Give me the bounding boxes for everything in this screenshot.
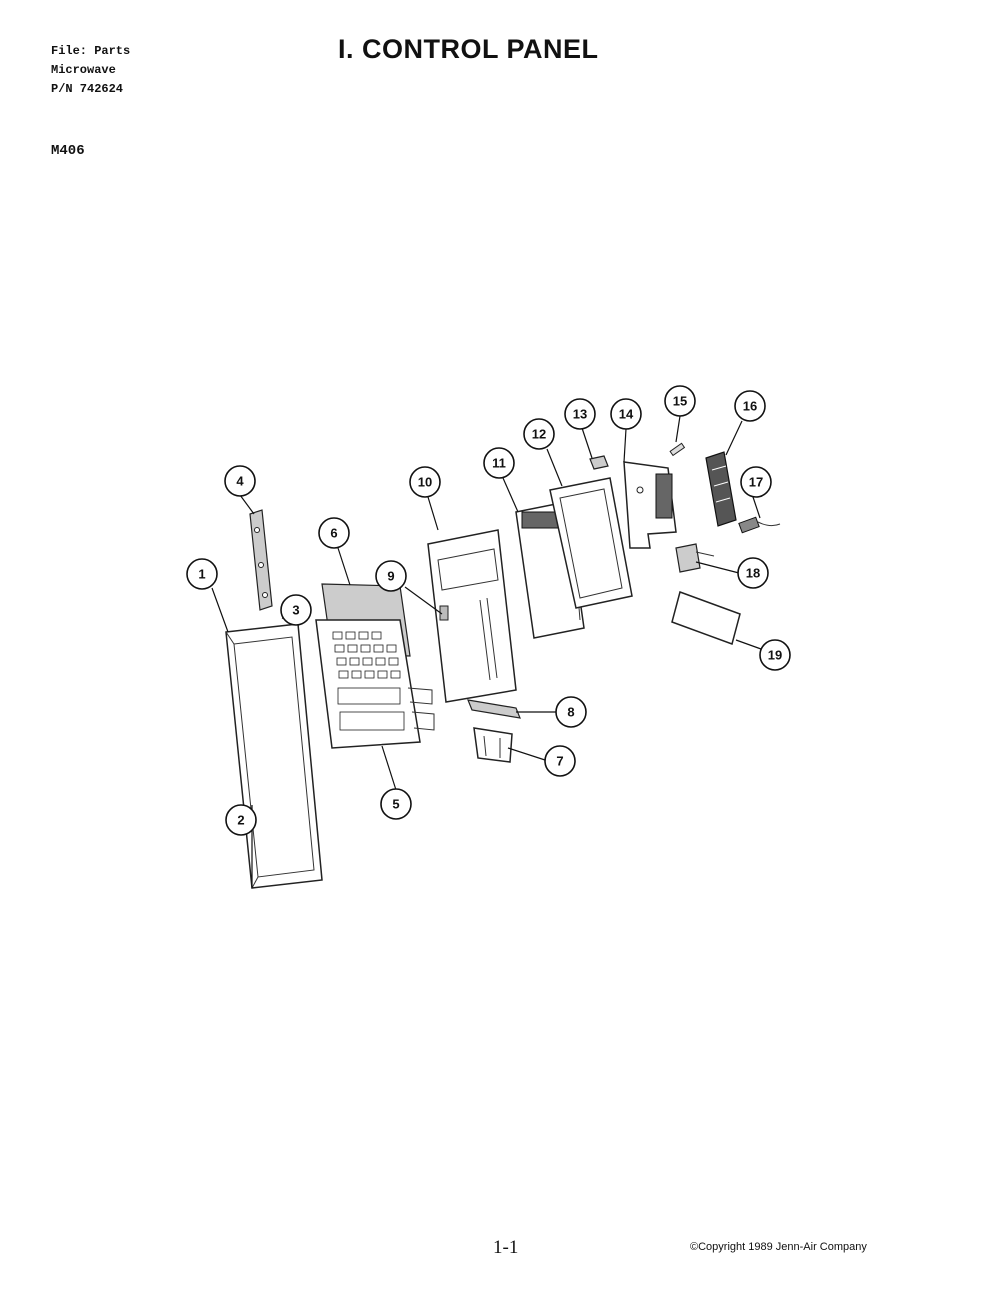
callout-10: 10 [409, 466, 441, 498]
callout-17: 17 [740, 466, 772, 498]
shield-plate [549, 477, 633, 609]
callout-4: 4 [224, 465, 256, 497]
svg-text:2: 2 [237, 813, 244, 828]
svg-text:16: 16 [743, 399, 757, 414]
clip-part [589, 455, 609, 470]
svg-text:12: 12 [532, 427, 546, 442]
svg-text:9: 9 [387, 569, 394, 584]
part-number-label: P/N 742624 [51, 82, 124, 96]
svg-text:3: 3 [292, 603, 299, 618]
transformer-part [675, 543, 715, 573]
svg-text:10: 10 [418, 475, 432, 490]
svg-text:17: 17 [749, 475, 763, 490]
svg-text:14: 14 [619, 407, 634, 422]
bezel-frame [225, 623, 323, 889]
callout-9: 9 [375, 560, 407, 592]
fuse-part [669, 442, 686, 457]
file-label: File: Parts [51, 44, 131, 58]
callout-14: 14 [610, 398, 642, 430]
callout-18: 18 [737, 557, 769, 589]
cover-plate [671, 591, 741, 645]
product-label: Microwave [51, 63, 116, 77]
svg-text:5: 5 [392, 797, 399, 812]
page-number: 1-1 [493, 1237, 519, 1258]
svg-text:8: 8 [567, 705, 574, 720]
callout-13: 13 [564, 398, 596, 430]
bracket-part [249, 509, 273, 611]
connector-part [705, 451, 737, 527]
callout-7: 7 [544, 745, 576, 777]
panel-housing [427, 529, 517, 703]
keypad-membrane [315, 619, 435, 749]
svg-text:1: 1 [198, 567, 205, 582]
svg-text:4: 4 [236, 474, 244, 489]
svg-text:6: 6 [330, 526, 337, 541]
callout-5: 5 [380, 788, 412, 820]
svg-text:11: 11 [492, 456, 506, 471]
copyright-notice: ©Copyright 1989 Jenn-Air Company [690, 1241, 867, 1253]
page-title: I. CONTROL PANEL [338, 34, 599, 64]
svg-text:15: 15 [673, 394, 687, 409]
mounting-board [623, 461, 677, 549]
callout-2: 2 [225, 804, 257, 836]
callout-15: 15 [664, 385, 696, 417]
small-brackets [467, 699, 521, 763]
callout-16: 16 [734, 390, 766, 422]
svg-text:19: 19 [768, 648, 782, 663]
callout-19: 19 [759, 639, 791, 671]
svg-text:18: 18 [746, 566, 760, 581]
svg-text:13: 13 [573, 407, 587, 422]
wire-plug [738, 516, 781, 534]
model-number: M406 [51, 143, 85, 159]
callout-11: 11 [483, 447, 515, 479]
svg-text:7: 7 [556, 754, 563, 769]
leader-lines [211, 415, 762, 888]
callout-12: 12 [523, 418, 555, 450]
file-info-block: File: Parts Microwave P/N 742624 [51, 42, 130, 99]
callout-8: 8 [555, 696, 587, 728]
callout-3: 3 [280, 594, 312, 626]
callout-1: 1 [186, 558, 218, 590]
callout-6: 6 [318, 517, 350, 549]
